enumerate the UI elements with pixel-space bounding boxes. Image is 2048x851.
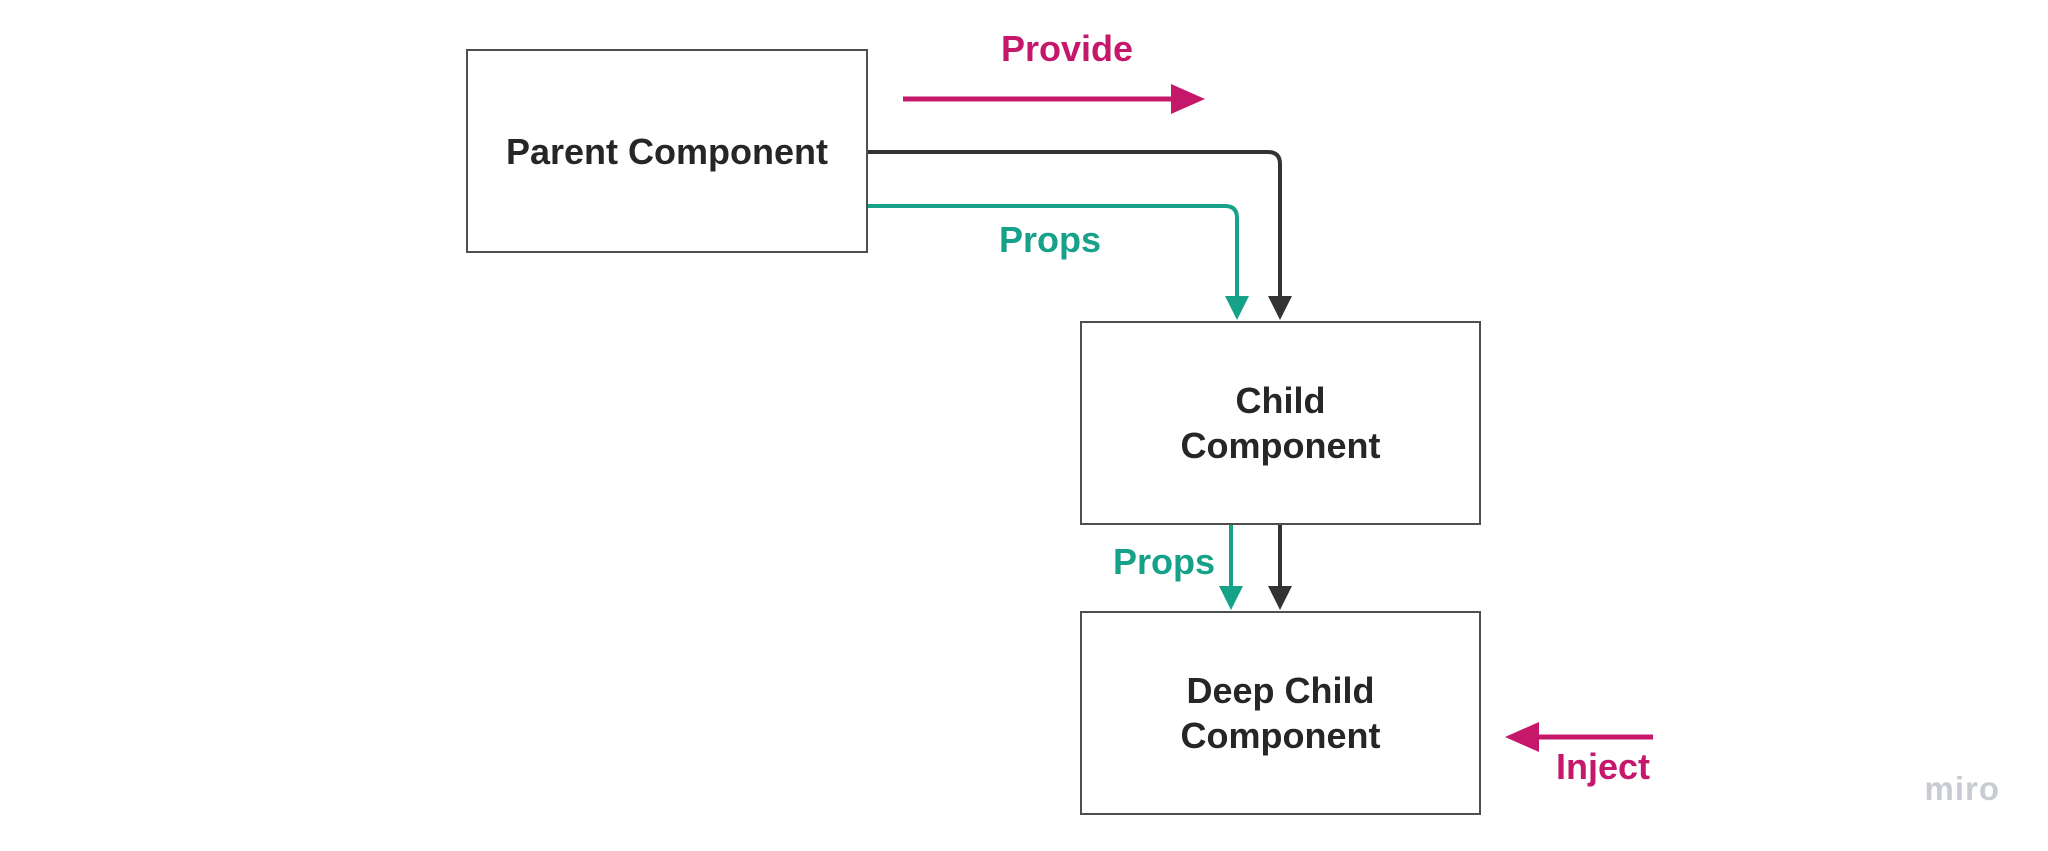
node-label: Deep Child Component: [1180, 670, 1381, 756]
props-connector-parent-to-child[interactable]: [868, 204, 1249, 320]
node-parent-component[interactable]: Parent Component: [466, 49, 868, 253]
provide-arrowhead-icon: [1171, 84, 1205, 114]
inject-arrow[interactable]: [1505, 722, 1653, 752]
connector-parent-to-child[interactable]: [868, 150, 1292, 320]
connector-arrowhead-icon: [1268, 296, 1292, 320]
props-edge-label-parent-child[interactable]: Props: [998, 219, 1102, 260]
props-arrowhead-icon: [1219, 586, 1243, 610]
node-label: Child Component: [1180, 380, 1381, 466]
provide-arrow[interactable]: [903, 84, 1205, 114]
node-deep-child-component[interactable]: Deep Child Component: [1080, 611, 1481, 815]
node-child-component[interactable]: Child Component: [1080, 321, 1481, 525]
miro-watermark: miro: [1924, 770, 2000, 807]
connector-arrowhead-icon: [1268, 586, 1292, 610]
node-label: Parent Component: [505, 130, 828, 172]
provide-edge-label[interactable]: Provide: [1000, 28, 1134, 69]
props-connector-child-to-deep-child[interactable]: [1219, 525, 1243, 610]
props-edge-label-child-deep[interactable]: Props: [1112, 541, 1216, 582]
props-arrowhead-icon: [1225, 296, 1249, 320]
inject-edge-label[interactable]: Inject: [1555, 746, 1651, 787]
connector-child-to-deep-child[interactable]: [1268, 525, 1292, 610]
inject-arrowhead-icon: [1505, 722, 1539, 752]
